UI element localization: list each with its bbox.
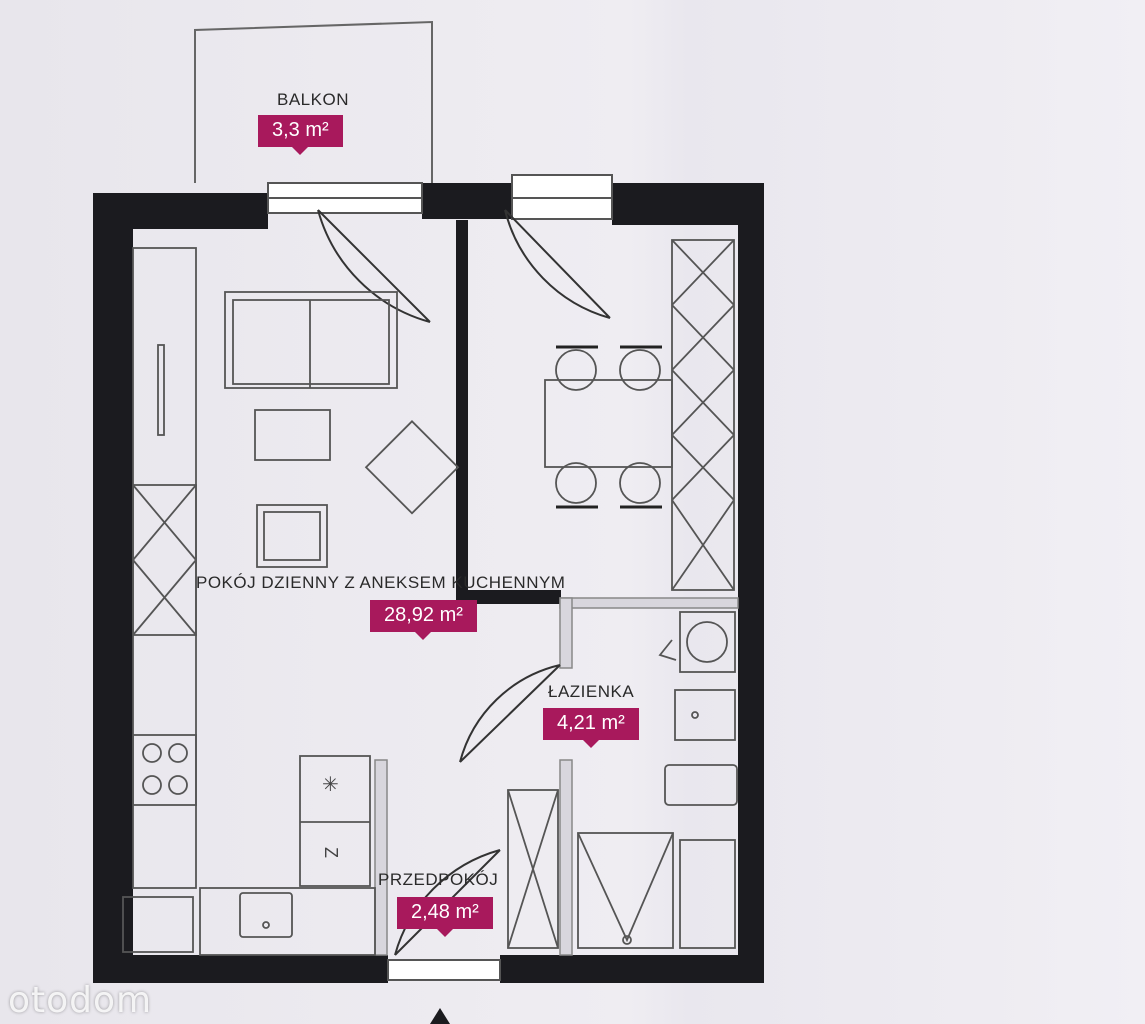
shower — [577, 832, 674, 949]
bath-wall-left-upper — [559, 597, 573, 669]
washing-machine — [679, 611, 736, 673]
watermark: otodom — [8, 980, 153, 1021]
wall-partition-foot — [456, 590, 561, 604]
hallway-area-badge: 2,48 m² — [397, 897, 493, 937]
handle — [157, 344, 165, 436]
walls — [93, 183, 764, 983]
armchair — [256, 504, 328, 568]
bath-wall-left-lower — [559, 759, 573, 956]
wall-bottom-right — [500, 955, 764, 983]
counter-bottom — [199, 887, 376, 956]
bath-sink — [674, 689, 736, 741]
corner-cabinet — [122, 896, 194, 953]
door-kitchen-window — [504, 209, 611, 319]
entry-door-frame — [387, 959, 501, 981]
sink — [239, 892, 293, 938]
balcony-label: BALKON — [277, 90, 349, 109]
wall-top-middle — [422, 183, 512, 219]
wall-top-right — [612, 183, 762, 225]
balcony-area-badge: 3,3 m² — [258, 115, 343, 155]
wardrobe-right — [671, 239, 735, 591]
wall-right — [738, 183, 764, 983]
counter-left — [132, 247, 197, 889]
door-balcony — [317, 209, 431, 323]
living-room-area-badge: 28,92 m² — [370, 600, 477, 640]
cooktop — [132, 734, 197, 806]
hall-wardrobe — [507, 789, 559, 949]
fridge-column — [299, 755, 371, 887]
living-room-label: POKÓJ DZIENNY Z ANEKSEM KUCHENNYM — [196, 573, 566, 592]
door-bathroom — [459, 664, 561, 763]
bath-cabinet — [679, 839, 736, 949]
bathroom-label: ŁAZIENKA — [548, 682, 635, 701]
cabinet-x-1 — [132, 484, 197, 636]
bathroom-area-badge: 4,21 m² — [543, 708, 639, 748]
entry-arrow — [430, 1008, 450, 1024]
dining-table — [544, 379, 673, 468]
freezer-symbol: ✳ — [322, 774, 339, 796]
fridge-symbol: Z — [321, 847, 341, 858]
coffee-table — [254, 409, 331, 461]
balcony-outline — [194, 20, 433, 183]
wall-left — [93, 193, 133, 983]
sofa — [224, 291, 398, 389]
bath-wall-top — [559, 597, 739, 609]
wall-bottom-left — [93, 955, 388, 983]
hallway-label: PRZEDPOKÓJ — [378, 870, 499, 889]
armchair-rotated — [364, 420, 460, 515]
hall-wall — [374, 759, 388, 956]
toilet — [664, 764, 738, 806]
wall-partition — [456, 220, 468, 605]
